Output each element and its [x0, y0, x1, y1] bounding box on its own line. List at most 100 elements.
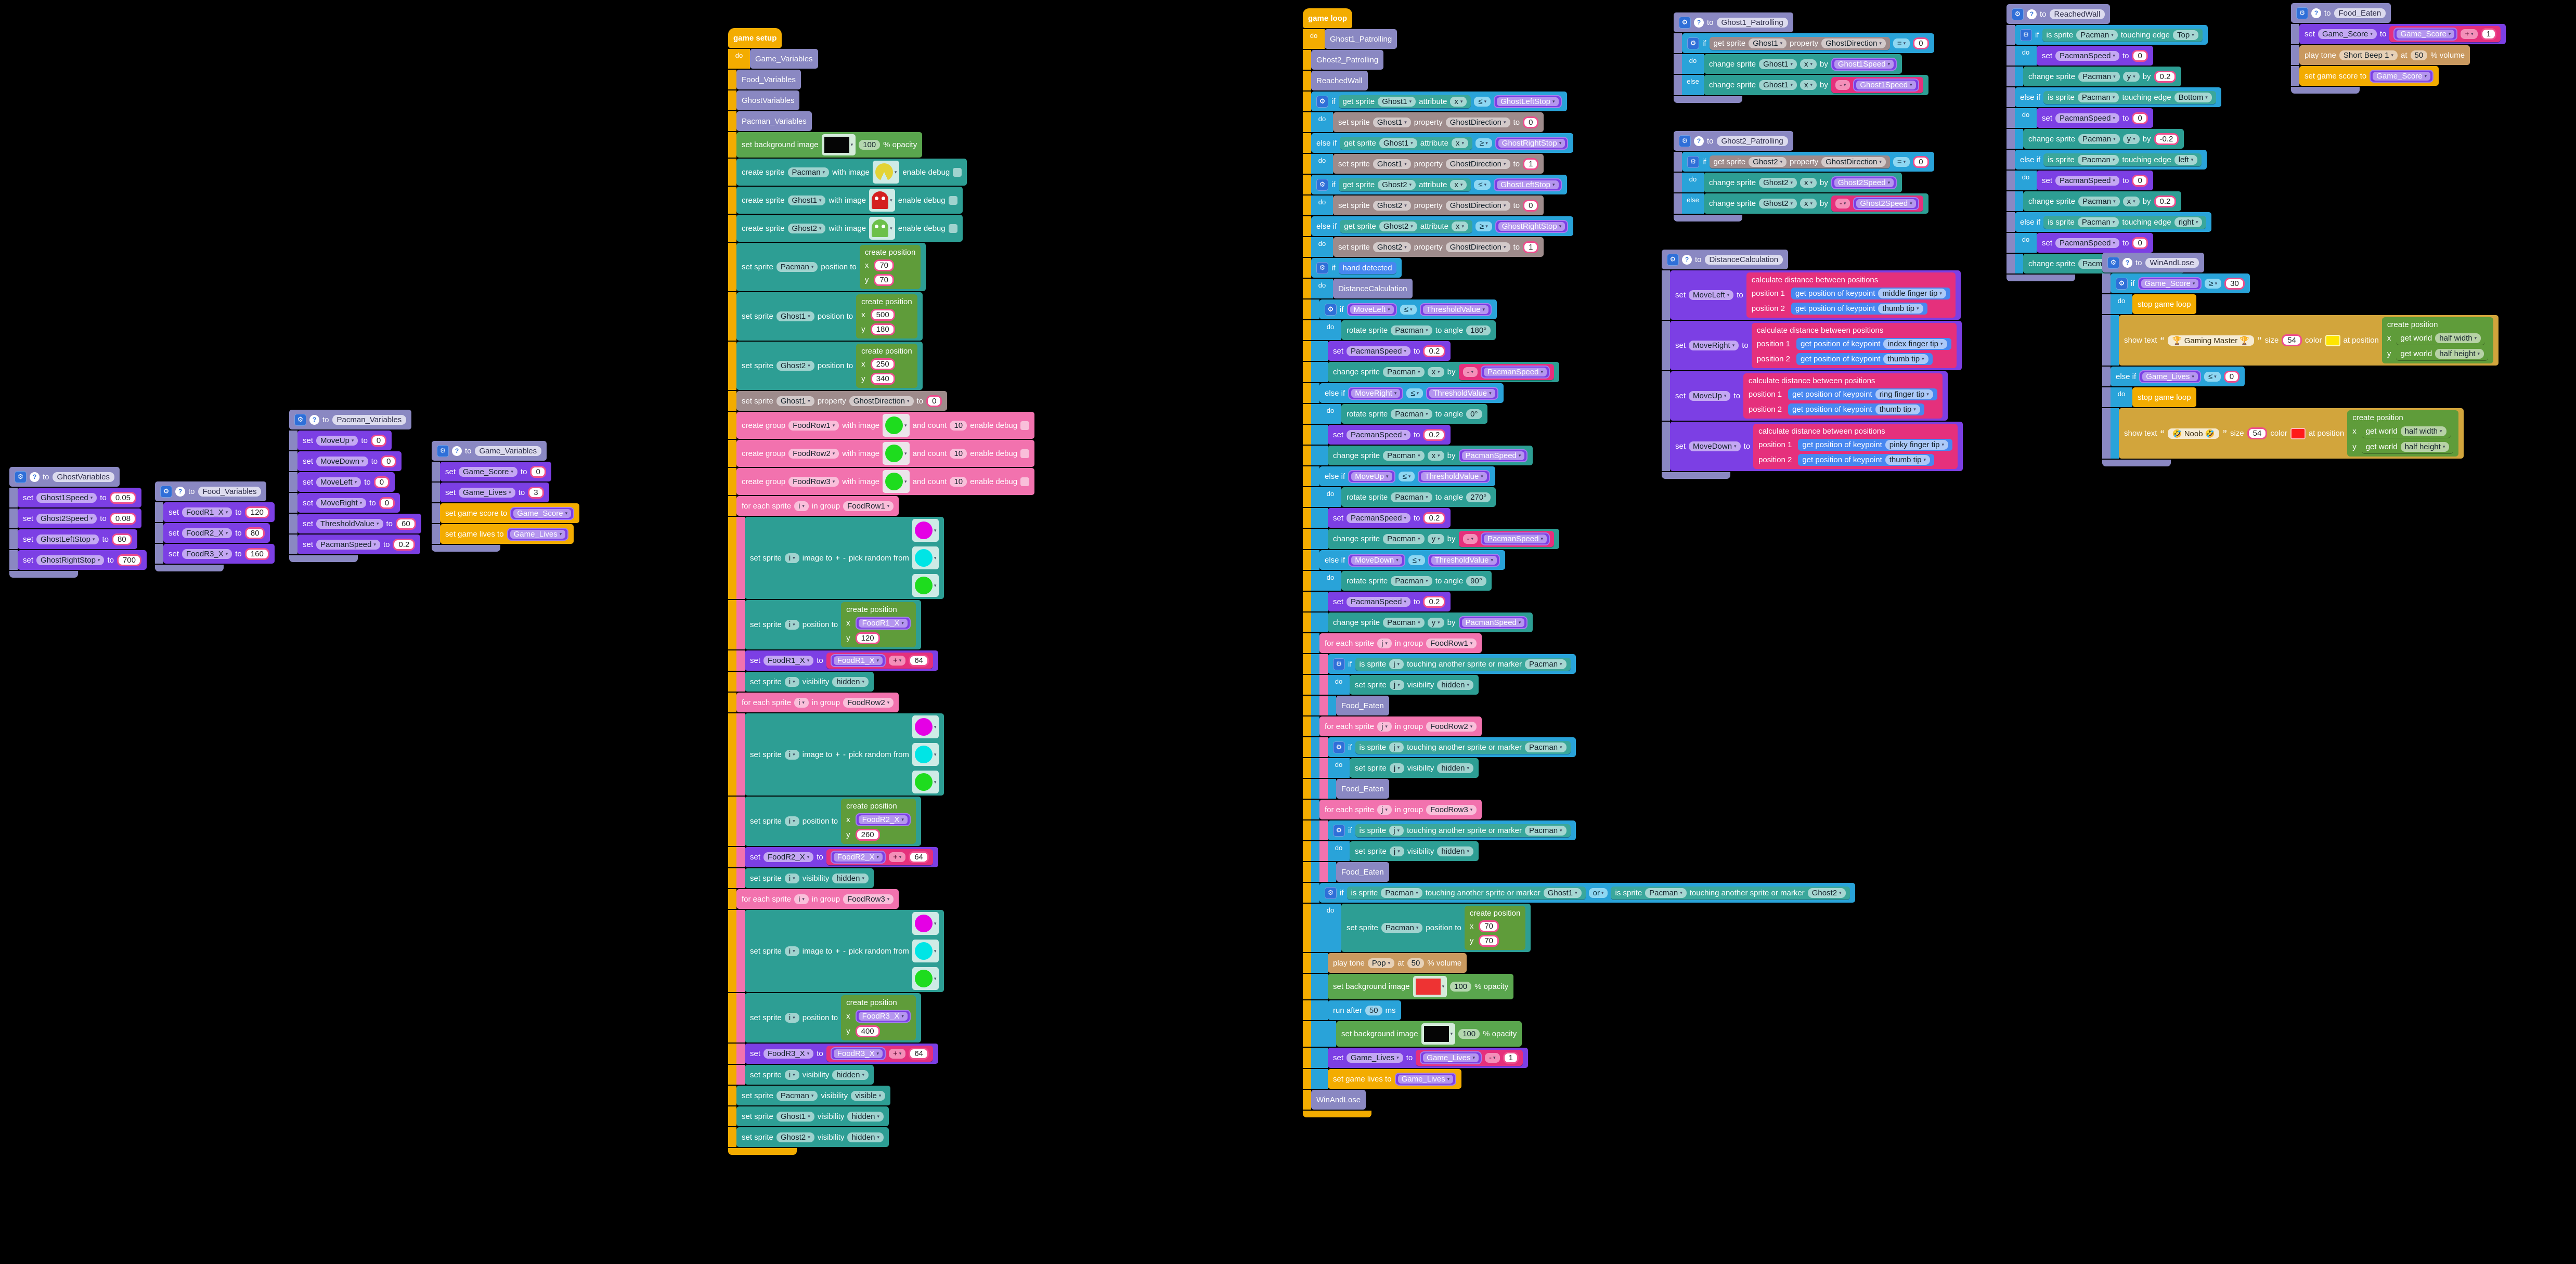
gear-icon[interactable]: ⚙ — [2012, 8, 2024, 20]
dropdown-y[interactable]: y▾ — [1427, 534, 1444, 544]
gear-icon[interactable]: ⚙ — [1333, 741, 1345, 753]
number-input[interactable]: 0 — [1913, 37, 1929, 49]
number-input[interactable]: 0 — [379, 497, 395, 509]
gear-icon[interactable]: ⚙ — [1667, 253, 1679, 266]
number-input[interactable]: 0.2 — [393, 538, 416, 551]
function-name-field[interactable]: Pacman_Variables — [332, 414, 407, 425]
dropdown-ghost2speed[interactable]: Ghost2Speed▾ — [36, 513, 97, 524]
background-image-block[interactable]: set background image▾100% opacity — [1303, 1021, 1855, 1047]
function-block[interactable] — [1662, 472, 1963, 479]
value-field[interactable]: 50 — [1365, 1005, 1382, 1015]
dropdown-thresholdvalue[interactable]: ThresholdValue▾ — [316, 518, 383, 529]
variable-block[interactable]: PacmanSpeed▾ — [1481, 532, 1550, 545]
dropdown-x[interactable]: x▾ — [1452, 221, 1469, 231]
dropdown-top[interactable]: Top▾ — [2173, 30, 2198, 40]
dropdown-x[interactable]: x▾ — [1452, 138, 1469, 148]
number-input[interactable]: 0.05 — [109, 491, 137, 504]
world-dimension-dropdown[interactable]: half width▾ — [2435, 333, 2481, 343]
dropdown-ghostleftstop[interactable]: GhostLeftStop▾ — [36, 534, 99, 544]
variable-block[interactable]: Ghost2Speed▾ — [1853, 197, 1919, 210]
number-input[interactable]: 70 — [1479, 920, 1499, 932]
function-call[interactable]: Food_Eaten — [1303, 696, 1855, 715]
keypoint-dropdown[interactable]: middle finger tip▾ — [1878, 289, 1946, 298]
image-thumbnail[interactable]: ▾ — [1421, 1023, 1456, 1045]
gear-icon[interactable]: ⚙ — [2296, 7, 2308, 19]
dropdown-ghost1[interactable]: Ghost1▾ — [1378, 96, 1416, 107]
function-name-field[interactable]: ReachedWall — [2049, 9, 2105, 19]
function-call[interactable]: Food_Eaten — [1303, 862, 1855, 882]
dropdown-ghost1[interactable]: Ghost1▾ — [1543, 888, 1582, 898]
operator-dropdown[interactable]: -▾ — [1835, 80, 1850, 90]
variable-block[interactable]: GhostRightStop▾ — [1495, 219, 1569, 233]
dropdown-moveleft[interactable]: MoveLeft▾ — [316, 477, 361, 487]
dropdown-visible[interactable]: visible▾ — [851, 1090, 886, 1101]
dropdown-j[interactable]: j▾ — [1389, 742, 1404, 752]
function-name-field[interactable]: DistanceCalculation — [1704, 254, 1783, 265]
dropdown-i[interactable]: i▾ — [784, 1070, 799, 1080]
value-field[interactable]: 180° — [1466, 325, 1491, 335]
number-input[interactable]: 0 — [2132, 112, 2148, 124]
function-block[interactable] — [2291, 87, 2506, 94]
enable-debug-checkbox[interactable] — [1020, 477, 1030, 486]
function-name-field[interactable]: Game_Variables — [474, 446, 542, 456]
value-field[interactable]: 10 — [950, 448, 967, 459]
dropdown-i[interactable]: i▾ — [784, 749, 799, 760]
dropdown-ghostdirection[interactable]: GhostDirection▾ — [1445, 159, 1510, 169]
dropdown-pacman[interactable]: Pacman▾ — [1391, 492, 1432, 502]
dropdown-foodr1-x[interactable]: FoodR1_X▾ — [182, 507, 232, 517]
dropdown-moveup[interactable]: MoveUp▾ — [1689, 391, 1731, 401]
number-input[interactable]: 1 — [1523, 158, 1539, 170]
comparison-dropdown[interactable]: ≥▾ — [2205, 278, 2222, 289]
dropdown-foodrow1[interactable]: FoodRow1▾ — [1426, 638, 1477, 648]
number-input[interactable]: 0 — [2223, 370, 2240, 383]
dropdown-j[interactable]: j▾ — [1389, 763, 1404, 773]
background-image-block[interactable]: set background image▾100% opacity — [728, 132, 1034, 158]
value-field[interactable]: 100 — [1458, 1029, 1480, 1039]
operator-dropdown[interactable]: +▾ — [2461, 29, 2478, 39]
dropdown-pacmanspeed[interactable]: PacmanSpeed▾ — [316, 539, 380, 550]
dropdown-foodrow1[interactable]: FoodRow1▾ — [843, 501, 894, 511]
number-input[interactable]: 0.2 — [1423, 345, 1446, 357]
dropdown-bottom[interactable]: Bottom▾ — [2174, 92, 2212, 102]
gear-icon[interactable]: ⚙ — [1325, 303, 1337, 316]
number-input[interactable]: 70 — [874, 259, 894, 271]
dropdown-ghost2[interactable]: Ghost2▾ — [1749, 157, 1787, 167]
help-icon[interactable]: ? — [309, 414, 319, 425]
gear-icon[interactable]: ⚙ — [1333, 824, 1345, 837]
comparison-dropdown[interactable]: ≥▾ — [1475, 138, 1492, 148]
value-field[interactable]: 0° — [1466, 409, 1482, 419]
text-input[interactable]: 🏆 Gaming Master 🏆 — [2167, 335, 2255, 346]
variable-block[interactable]: PacmanSpeed▾ — [1481, 366, 1550, 379]
gear-icon[interactable]: ⚙ — [1333, 658, 1345, 670]
game-loop-hat[interactable]: game loop — [1303, 8, 1855, 28]
